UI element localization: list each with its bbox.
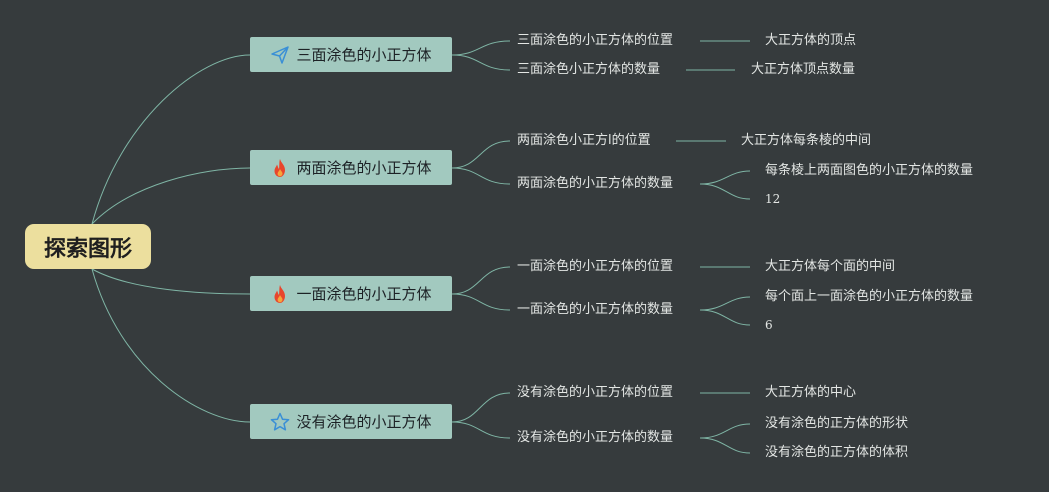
- leaf-topic[interactable]: 大正方体的顶点: [765, 33, 857, 48]
- connector-root-branch-3: [91, 268, 251, 295]
- fire-icon: [270, 158, 290, 178]
- leaf-topic[interactable]: 没有涂色的正方体的形状: [765, 416, 909, 431]
- connector-b2-c2-l1: [699, 170, 751, 185]
- connector-b1-c1: [451, 40, 511, 56]
- branch-label: 三面涂色的小正方体: [296, 46, 432, 64]
- root-topic[interactable]: 探索图形: [25, 224, 151, 269]
- connector-root-branch-4: [91, 268, 251, 423]
- connector-b4-c2-l2: [699, 437, 751, 454]
- subtopic[interactable]: 两面涂色的小正方体的数量: [517, 176, 674, 191]
- connector-b3-c2: [451, 293, 511, 311]
- connector-b3-c2-l1: [699, 296, 751, 311]
- leaf-topic[interactable]: 大正方体顶点数量: [751, 62, 856, 77]
- branch-topic-two-face[interactable]: 两面涂色的小正方体: [250, 150, 452, 185]
- connector-root-branch-1: [91, 54, 251, 225]
- connector-b2-c2: [451, 167, 511, 185]
- connector-b4-c1: [451, 392, 511, 423]
- connector-b4-c2-l1: [699, 423, 751, 439]
- paper-plane-icon: [270, 45, 290, 65]
- star-icon: [270, 412, 290, 432]
- connector-b2-c2-l2: [699, 183, 751, 200]
- connector-b3-c2-l2: [699, 309, 751, 326]
- subtopic[interactable]: 一面涂色的小正方体的数量: [517, 302, 674, 317]
- subtopic[interactable]: 三面涂色小正方体的数量: [517, 62, 661, 77]
- connector-root-branch-2: [91, 167, 251, 225]
- branch-label: 一面涂色的小正方体: [296, 285, 432, 303]
- subtopic[interactable]: 没有涂色的小正方体的数量: [517, 430, 674, 445]
- fire-icon: [270, 284, 290, 304]
- leaf-topic[interactable]: 大正方体的中心: [765, 385, 857, 400]
- leaf-topic[interactable]: 大正方体每个面的中间: [765, 259, 896, 274]
- connector-b2-c1: [451, 140, 511, 169]
- branch-label: 两面涂色的小正方体: [296, 159, 432, 177]
- leaf-topic[interactable]: 没有涂色的正方体的体积: [765, 445, 909, 460]
- leaf-topic[interactable]: 每条棱上两面图色的小正方体的数量: [765, 163, 974, 178]
- leaf-topic[interactable]: 12: [765, 192, 781, 206]
- leaf-topic[interactable]: 大正方体每条棱的中间: [741, 133, 872, 148]
- leaf-topic[interactable]: 每个面上一面涂色的小正方体的数量: [765, 289, 974, 304]
- branch-label: 没有涂色的小正方体: [296, 413, 432, 431]
- connector-b3-c1: [451, 266, 511, 295]
- subtopic[interactable]: 一面涂色的小正方体的位置: [517, 259, 674, 274]
- branch-topic-three-face[interactable]: 三面涂色的小正方体: [250, 37, 452, 72]
- branch-topic-no-face[interactable]: 没有涂色的小正方体: [250, 404, 452, 439]
- connector-b1-c2: [451, 54, 511, 71]
- subtopic[interactable]: 三面涂色的小正方体的位置: [517, 33, 674, 48]
- subtopic[interactable]: 两面涂色小正方l的位置: [517, 133, 651, 148]
- leaf-topic[interactable]: 6: [765, 318, 773, 332]
- connector-b4-c2: [451, 421, 511, 439]
- branch-topic-one-face[interactable]: 一面涂色的小正方体: [250, 276, 452, 311]
- subtopic[interactable]: 没有涂色的小正方体的位置: [517, 385, 674, 400]
